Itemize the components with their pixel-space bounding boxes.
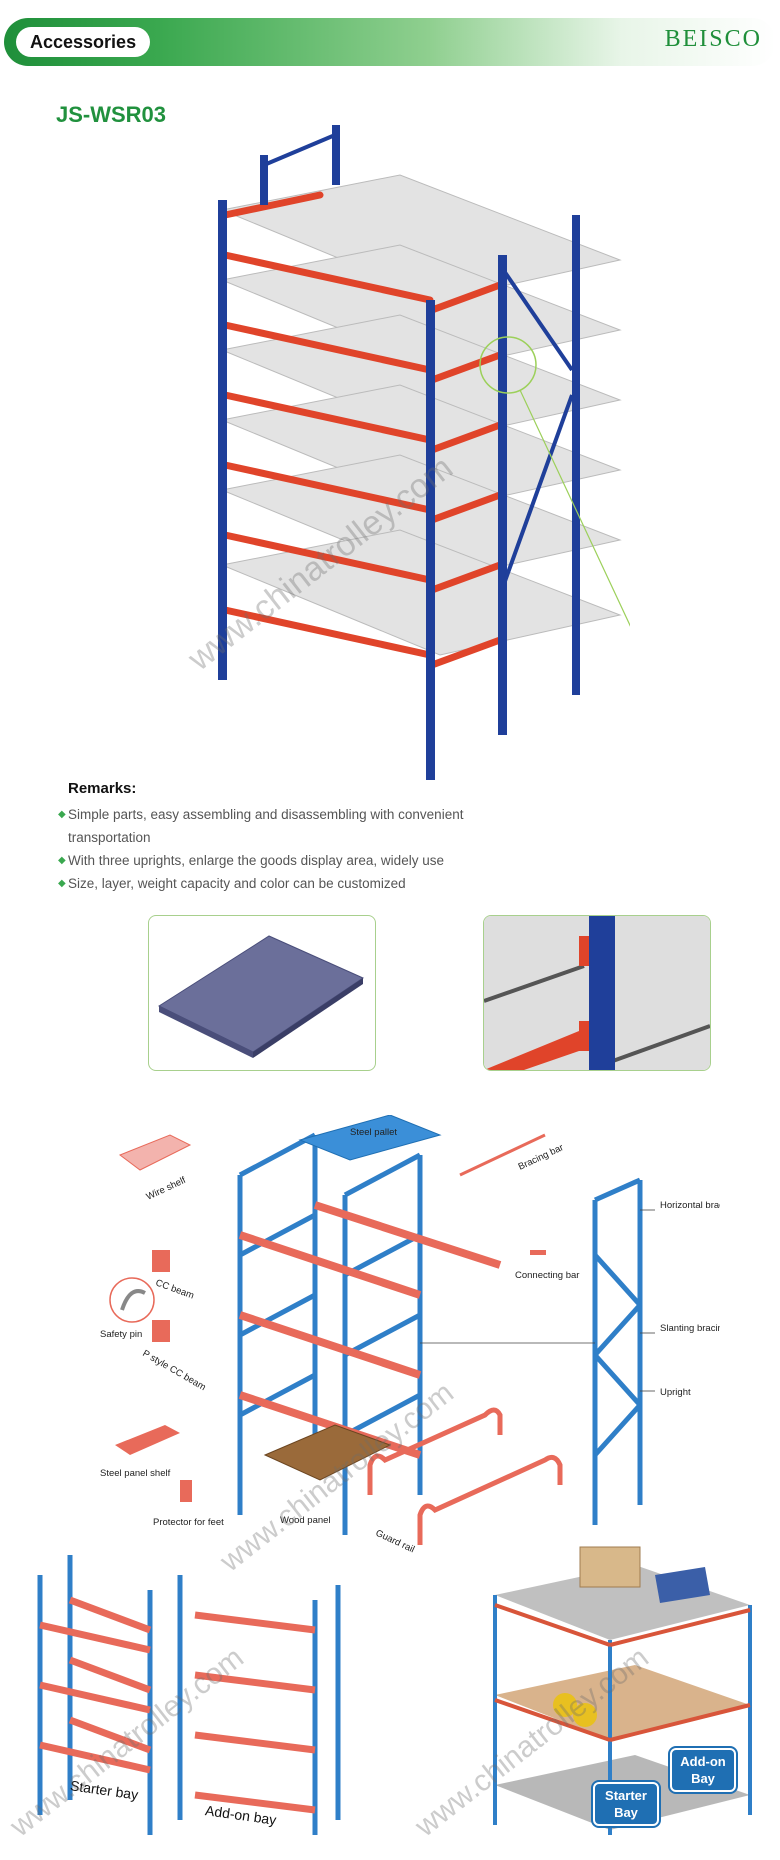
diamond-bullet-icon: ◆ — [58, 878, 66, 889]
label-wood-panel: Wood panel — [280, 1515, 331, 1526]
label-steel-panel-shelf: Steel panel shelf — [100, 1468, 171, 1479]
remark-text: Simple parts, easy assembling and disass… — [68, 807, 464, 845]
label-guard-rail: Guard rail — [374, 1528, 416, 1555]
label-slanting-bracing: Slanting bracing — [660, 1323, 720, 1334]
label-safety-pin: Safety pin — [100, 1329, 142, 1340]
remarks-title: Remarks: — [68, 780, 137, 797]
label-protector-for-feet: Protector for feet — [153, 1517, 224, 1528]
header-bar: Accessories BEISCO — [4, 18, 776, 66]
bracing — [263, 133, 574, 596]
upright-closeup-image — [484, 916, 710, 1070]
shelving-unit-illustration — [218, 125, 630, 780]
connecting-bar-part — [530, 1250, 546, 1255]
brand-logo: BEISCO — [664, 26, 762, 52]
remarks-section: Remarks: ◆Simple parts, easy assembling … — [58, 780, 498, 895]
remarks-list: ◆Simple parts, easy assembling and disas… — [58, 803, 498, 895]
starter-bay-badge: Starter Bay — [593, 1782, 659, 1826]
guard-rail-part — [417, 1454, 563, 1545]
steel-panel-shelf-part — [115, 1425, 180, 1455]
addon-bay-badge: Add-on Bay — [670, 1748, 736, 1792]
front-beams — [221, 191, 504, 669]
safety-pin-part — [120, 1289, 146, 1311]
wood-panel-part — [263, 1424, 392, 1481]
p-style-cc-beam-part — [152, 1320, 170, 1342]
wire-shelf-part — [118, 1134, 192, 1171]
remark-item: ◆With three uprights, enlarge the goods … — [58, 849, 498, 872]
product-model: JS-WSR03 — [56, 102, 167, 127]
diamond-bullet-icon: ◆ — [58, 809, 66, 820]
safety-pin-callout — [109, 1277, 155, 1323]
label-leaders — [420, 1209, 655, 1392]
uprights — [218, 125, 580, 780]
label-horizontal-bracing: Horizontal bracing — [660, 1200, 720, 1211]
label-wire-shelf: Wire shelf — [145, 1175, 188, 1203]
remark-text: With three uprights, enlarge the goods d… — [68, 853, 444, 868]
steel-pallet-part — [298, 1115, 442, 1161]
pallet-rack-exploded — [237, 1132, 423, 1535]
cc-beam-part — [152, 1250, 170, 1272]
guard-rail-part — [367, 1407, 503, 1495]
section-title: Accessories — [16, 27, 151, 57]
section-header: Accessories BEISCO — [0, 18, 780, 66]
label-upright: Upright — [660, 1387, 691, 1398]
upright-detail-box — [483, 915, 711, 1071]
callout-line — [519, 389, 630, 627]
steel-panel-image — [157, 935, 365, 1058]
remark-text: Size, layer, weight capacity and color c… — [68, 876, 406, 891]
starter-addon-bays — [37, 1555, 341, 1835]
panel-detail-box — [148, 915, 376, 1071]
protector-for-feet-part — [180, 1480, 192, 1502]
beams-exploded — [238, 1201, 502, 1459]
accessories-diagram: Steel pallet Bracing bar Wire shelf CC b… — [100, 1115, 720, 1555]
label-connecting-bar: Connecting bar — [515, 1270, 579, 1281]
side-frame — [592, 1177, 643, 1525]
loaded-rack-photo — [493, 1546, 752, 1835]
detail-callout-circle — [479, 336, 537, 394]
label-p-style-cc-beam: P style CC beam — [141, 1348, 208, 1393]
label-bracing-bar: Bracing bar — [517, 1142, 566, 1173]
bracing-bar-part — [459, 1133, 546, 1177]
label-cc-beam: CC beam — [154, 1277, 196, 1301]
diamond-bullet-icon: ◆ — [58, 855, 66, 866]
remark-item: ◆Simple parts, easy assembling and disas… — [58, 803, 498, 849]
remark-item: ◆Size, layer, weight capacity and color … — [58, 872, 498, 895]
label-steel-pallet: Steel pallet — [350, 1127, 397, 1138]
